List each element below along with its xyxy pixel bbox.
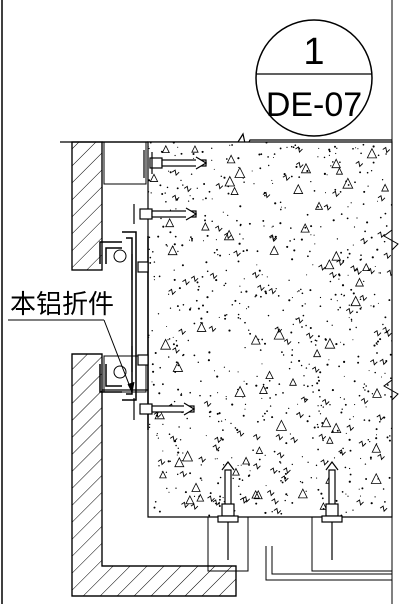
bolt-circles: [113, 249, 127, 379]
anchor-bolt-5: [133, 398, 196, 420]
concrete-wall: [147, 141, 393, 518]
detail-reference: DE-07: [266, 86, 362, 124]
anchor-bolt-1: [143, 150, 208, 178]
detail-tag: 1 DE-07: [255, 19, 373, 137]
callout-label: 本铝折件: [10, 289, 114, 319]
anchor-bolt-2: [133, 204, 198, 224]
anchor-bolt-4: [131, 346, 149, 372]
anchor-bolt-7: [321, 461, 343, 560]
upper-stone-panel: [71, 141, 148, 271]
anchor-bolt-6: [217, 461, 239, 560]
anchor-bolts-horizontal: [131, 150, 208, 420]
detail-number: 1: [303, 31, 324, 73]
wall-break-line: [383, 140, 399, 517]
soffit-blocks: [207, 516, 393, 596]
anchor-bolts-vertical: [217, 461, 343, 560]
callout-leader: [8, 319, 135, 394]
anchor-bolt-3: [131, 254, 149, 280]
